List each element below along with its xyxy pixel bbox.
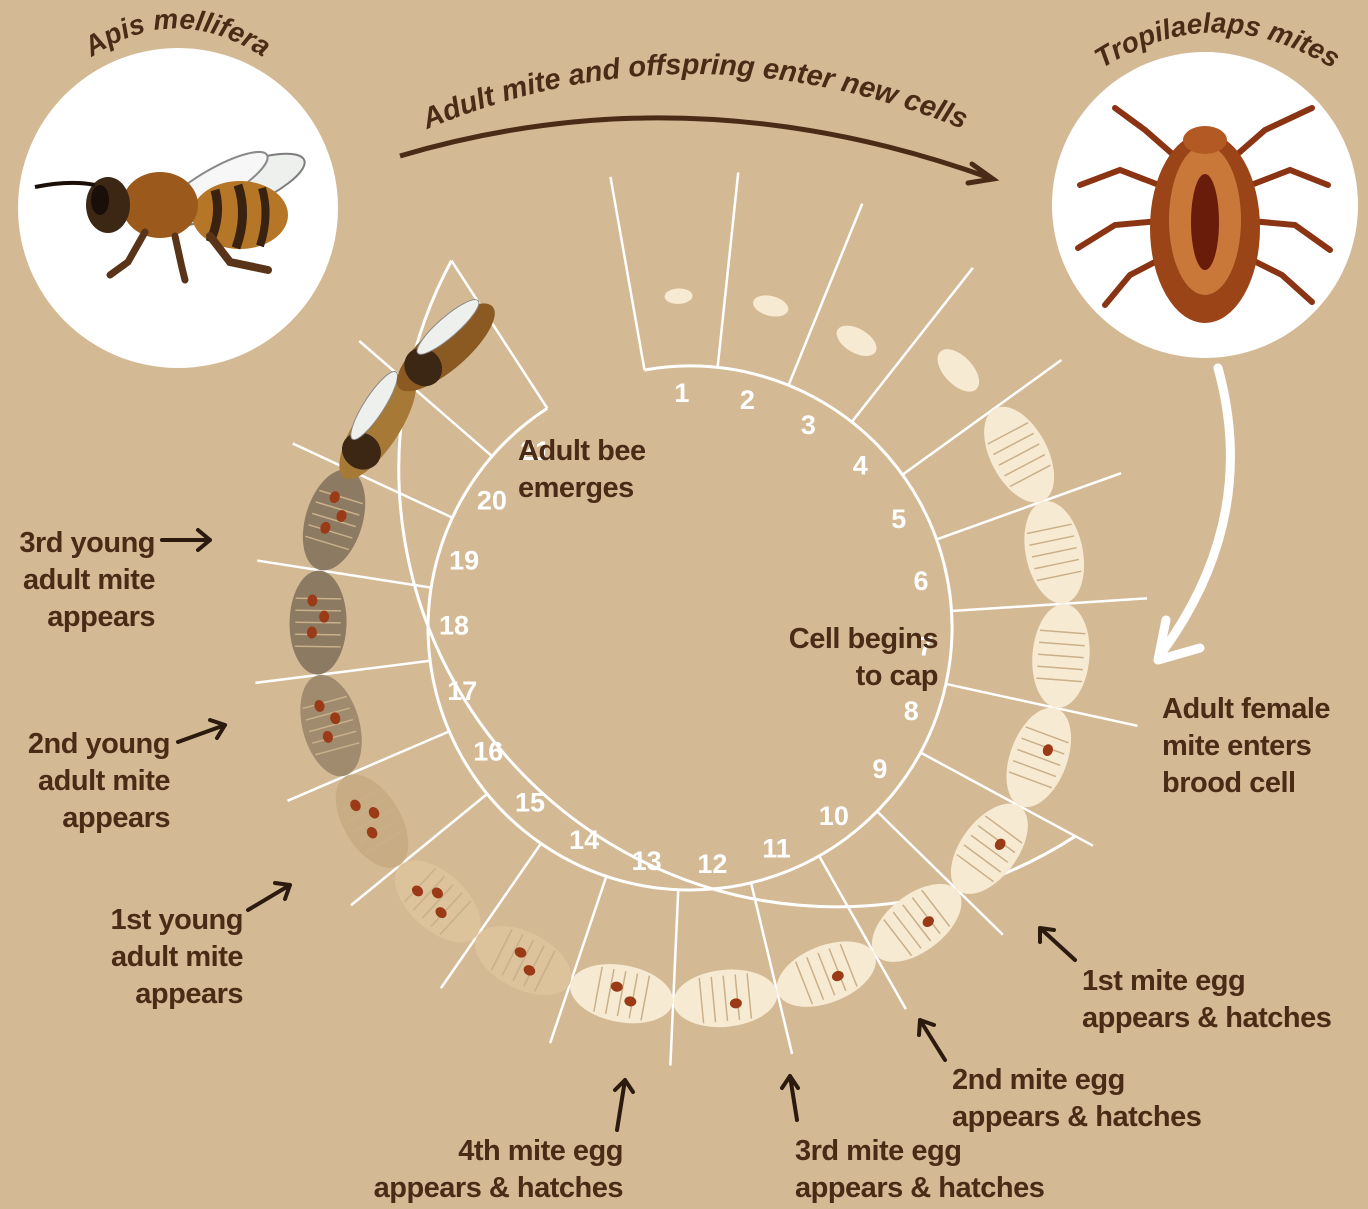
cell-cap-label: Cell begins to cap	[760, 621, 938, 695]
mite-circle: Tropilaelaps mites	[1052, 7, 1358, 358]
cell-18	[289, 570, 348, 675]
egg4-label: 4th mite egg appears & hatches	[360, 1133, 623, 1207]
egg4-line-2: appears & hatches	[360, 1170, 623, 1207]
egg3-label: 3rd mite egg appears & hatches	[795, 1133, 1044, 1207]
egg1-label: 1st mite egg appears & hatches	[1082, 963, 1331, 1037]
cell-7	[1029, 602, 1094, 710]
young1-line-3: appears	[60, 976, 243, 1013]
female-enters-line-3: brood cell	[1162, 765, 1330, 802]
day-number-14: 14	[569, 825, 599, 855]
young2-line-2: adult mite	[10, 763, 170, 800]
young3-line-2: adult mite	[10, 562, 155, 599]
cell-contents	[289, 288, 1093, 1032]
day-number-16: 16	[473, 736, 503, 766]
day-number-18: 18	[439, 611, 469, 641]
egg3-line-2: appears & hatches	[795, 1170, 1044, 1207]
cell-12	[671, 965, 780, 1032]
top-arc-label: Adult mite and offspring enter new cells	[417, 49, 973, 136]
segment-line	[295, 634, 341, 635]
day-number-19: 19	[449, 545, 479, 575]
egg1-line-1: 1st mite egg	[1082, 963, 1331, 1000]
young3-line-3: appears	[10, 599, 155, 636]
egg1-line-2: appears & hatches	[1082, 1000, 1331, 1037]
cell-divider	[257, 561, 431, 588]
day-number-1: 1	[674, 378, 689, 408]
day-number-9: 9	[872, 754, 887, 784]
cell-14	[464, 912, 583, 1010]
cell-19	[292, 462, 377, 578]
larva	[930, 342, 987, 399]
cell-21	[383, 289, 507, 405]
day-number-10: 10	[819, 801, 849, 831]
day-number-12: 12	[697, 849, 727, 879]
cell-2	[751, 292, 791, 320]
emerging-bee	[385, 290, 507, 405]
adult-bee-line-1: Adult bee	[518, 433, 646, 470]
cell-1	[664, 288, 693, 304]
cell-divider	[610, 177, 644, 370]
day-number-17: 17	[447, 676, 477, 706]
cell-divider	[789, 204, 863, 386]
adult-bee-line-2: emerges	[518, 470, 646, 507]
day-number-15: 15	[515, 787, 545, 817]
egg2-label: 2nd mite egg appears & hatches	[952, 1062, 1201, 1136]
female-enters-label: Adult female mite enters brood cell	[1162, 691, 1330, 802]
top-arc-arrow	[400, 118, 990, 178]
adult-bee-emerges-label: Adult bee emerges	[518, 433, 646, 507]
cell-divider	[718, 173, 739, 368]
day-number-20: 20	[477, 486, 507, 516]
cell-6	[1016, 496, 1093, 609]
day-number-13: 13	[632, 846, 662, 876]
day-number-4: 4	[853, 451, 868, 481]
day-number-11: 11	[762, 834, 791, 864]
young3-line-1: 3rd young	[10, 525, 155, 562]
bee-circle: Apis mellifera	[18, 3, 338, 368]
cell-cap-line-2: to cap	[760, 658, 938, 695]
young2-line-1: 2nd young	[10, 726, 170, 763]
egg2-line-1: 2nd mite egg	[952, 1062, 1201, 1099]
cell-divider	[951, 598, 1147, 611]
larva	[831, 319, 881, 362]
cell-13	[565, 956, 678, 1031]
egg4-line-1: 4th mite egg	[360, 1133, 623, 1170]
cell-4	[930, 342, 987, 399]
day-number-3: 3	[801, 410, 816, 440]
day-number-5: 5	[891, 504, 906, 534]
young2-line-3: appears	[10, 800, 170, 837]
day-number-8: 8	[904, 696, 919, 726]
female-enters-line-2: mite enters	[1162, 728, 1330, 765]
segment-line	[296, 598, 342, 599]
mite-enter-arrow	[1160, 368, 1230, 655]
cell-divider	[670, 890, 678, 1066]
egg3-line-1: 3rd mite egg	[795, 1133, 1044, 1170]
larva	[751, 292, 791, 320]
segment-line	[295, 610, 341, 611]
young2-label: 2nd young adult mite appears	[10, 726, 170, 837]
young3-label: 3rd young adult mite appears	[10, 525, 155, 636]
cell-17	[290, 668, 372, 783]
cell-cap-line-1: Cell begins	[760, 621, 938, 658]
female-enters-line-1: Adult female	[1162, 691, 1330, 728]
cell-divider	[255, 661, 430, 683]
egg2-line-2: appears & hatches	[952, 1099, 1201, 1136]
young1-label: 1st young adult mite appears	[60, 902, 243, 1013]
cell-ring	[255, 173, 1147, 1066]
cell-3	[831, 319, 881, 362]
larva	[664, 288, 693, 304]
day-number-6: 6	[914, 566, 929, 596]
day-number-2: 2	[740, 385, 755, 415]
young1-line-1: 1st young	[60, 902, 243, 939]
young1-line-2: adult mite	[60, 939, 243, 976]
segment-line	[295, 646, 341, 647]
segment-line	[295, 622, 341, 623]
